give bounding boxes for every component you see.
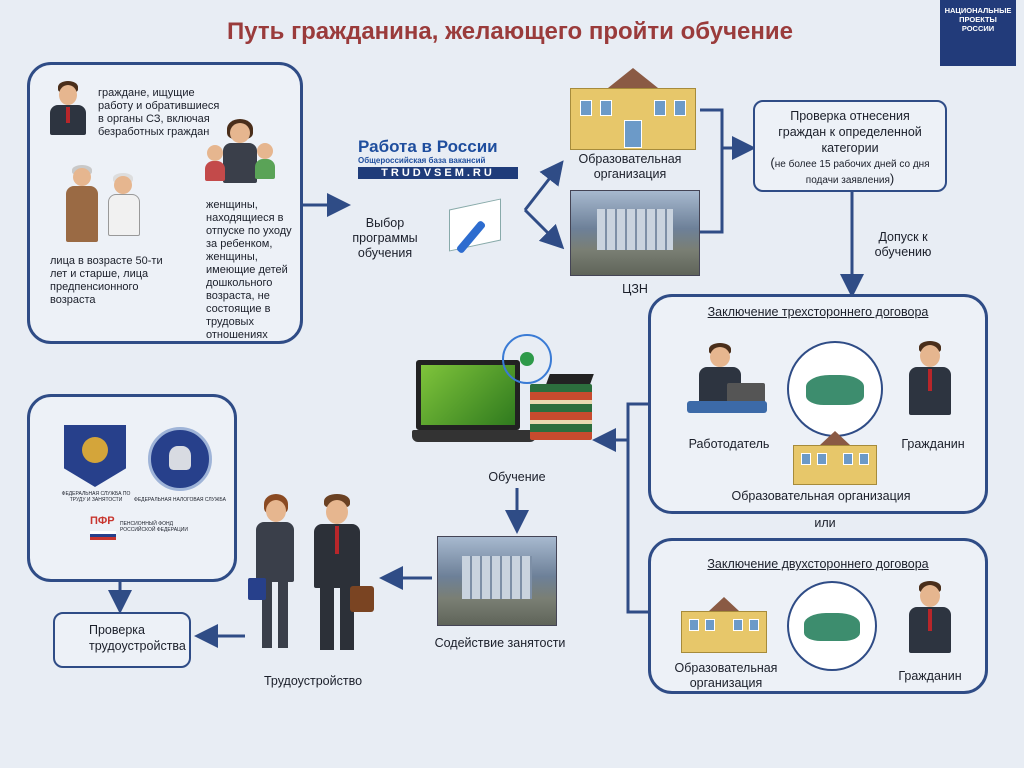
rostrud-emblem — [64, 425, 126, 487]
arrow-to-edu-org — [523, 160, 564, 211]
citizens-panel: граждане, ищущие работу и обратившиеся в… — [27, 62, 303, 344]
bilateral-panel: Заключение двухстороннего договора Образ… — [648, 538, 988, 694]
elderly-couple-figure — [58, 165, 148, 245]
edu-org-label: Образовательная организация — [578, 152, 682, 181]
edu-org-building-bilateral — [681, 597, 767, 655]
check-category-note: не более 15 рабочих дней со дня подачи з… — [774, 159, 930, 186]
national-projects-logo: НАЦИОНАЛЬНЫЕ ПРОЕКТЫ РОССИИ — [940, 0, 1016, 66]
citizen-figure-tripartite — [909, 341, 953, 421]
trudvsem-logo[interactable]: Работа в России Общероссийская база вака… — [358, 138, 518, 184]
employer-figure — [687, 343, 767, 415]
portal-subtitle: Общероссийская база вакансий — [358, 156, 486, 165]
fns-emblem — [148, 427, 212, 491]
tripartite-heading: Заключение трехстороннего договора — [707, 305, 929, 319]
brand-line-2: ПРОЕКТЫ — [959, 15, 997, 24]
page-title: Путь гражданина, желающего пройти обучен… — [227, 18, 793, 45]
pfr-text: ПЕНСИОННЫЙ ФОНД РОССИЙСКОЙ ФЕДЕРАЦИИ — [120, 521, 188, 533]
note-open-paren: ( — [770, 155, 775, 170]
employment-assistance-label: Содействие занятости — [434, 636, 566, 650]
rostrud-text: ФЕДЕРАЛЬНАЯ СЛУЖБА ПО ТРУДУ И ЗАНЯТОСТИ — [61, 491, 131, 503]
training-label: Обучение — [488, 470, 546, 484]
admission-label: Допуск к обучению — [874, 230, 932, 259]
citizen-label-bilateral: Гражданин — [898, 669, 962, 683]
portal-name: Работа в России — [358, 137, 498, 156]
handshake-circle — [787, 341, 883, 437]
employer-label: Работодатель — [688, 437, 770, 451]
check-category-box: Проверка отнесения граждан к определенно… — [753, 100, 947, 192]
czn-label: ЦЗН — [622, 282, 648, 296]
brand-line-1: НАЦИОНАЛЬНЫЕ — [944, 6, 1012, 15]
employed-people-figure — [248, 494, 378, 658]
agencies-panel: ФЕДЕРАЛЬНАЯ СЛУЖБА ПО ТРУДУ И ЗАНЯТОСТИ … — [27, 394, 237, 582]
edu-org-label-tripartite: Образовательная организация — [731, 489, 911, 503]
bracket-contracts — [626, 402, 648, 614]
note-close-paren: ) — [889, 171, 895, 186]
edu-org-building-tripartite — [793, 431, 877, 487]
employment-assistance-photo — [437, 536, 557, 626]
edu-org-label-bilateral: Образовательная организация — [674, 661, 778, 690]
fns-text: ФЕДЕРАЛЬНАЯ НАЛОГОВАЯ СЛУЖБА — [134, 497, 226, 503]
bilateral-heading: Заключение двухстороннего договора — [707, 557, 929, 571]
tripartite-panel: Заключение трехстороннего договора Работ… — [648, 294, 988, 514]
check-category-text: Проверка отнесения граждан к определенно… — [778, 109, 922, 155]
job-seekers-text: граждане, ищущие работу и обратившиеся в… — [98, 87, 220, 138]
arrow-to-czn — [523, 208, 565, 250]
brand-line-3: РОССИИ — [961, 24, 995, 33]
bracket-orgs — [700, 108, 724, 234]
choose-program-label: Выбор программы обучения — [352, 216, 418, 260]
pfr-abbr: ПФР — [90, 515, 115, 527]
older-citizens-text: лица в возрасте 50-ти лет и старше, лица… — [50, 255, 163, 306]
job-seeker-figure — [48, 81, 88, 141]
handshake-circle-bilateral — [787, 581, 877, 671]
czn-photo — [570, 190, 700, 276]
pfr-logo: ПФР — [90, 515, 116, 541]
check-employment-label: Проверка трудоустройства — [89, 623, 186, 653]
or-label: или — [814, 516, 836, 530]
check-employment-box: Проверка трудоустройства — [53, 612, 191, 668]
citizen-label-tripartite: Гражданин — [901, 437, 965, 451]
citizen-figure-bilateral — [909, 581, 953, 659]
training-illustration — [412, 334, 602, 458]
document-pen-icon — [445, 198, 507, 255]
mother-with-children-figure — [205, 117, 275, 187]
edu-org-building — [570, 68, 696, 152]
portal-url: TRUDVSEM.RU — [358, 167, 518, 179]
women-text: женщины, находящиеся в отпуске по уходу … — [206, 199, 292, 341]
employment-label: Трудоустройство — [263, 674, 363, 688]
